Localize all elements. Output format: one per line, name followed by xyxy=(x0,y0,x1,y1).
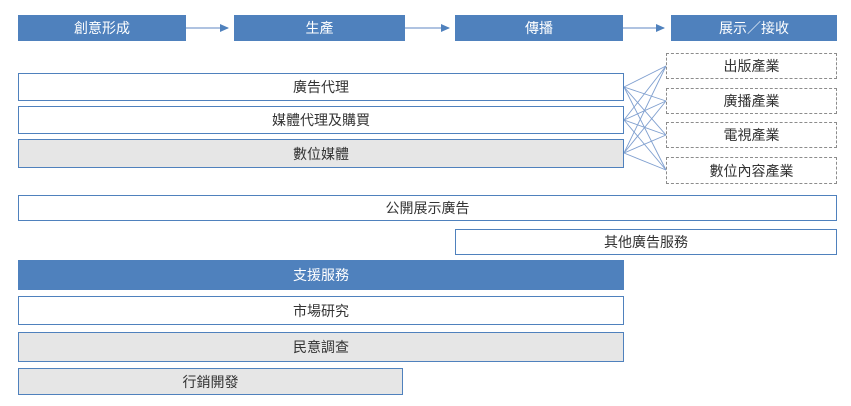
industry-publishing: 出版產業 xyxy=(666,53,837,79)
stage-production: 生產 xyxy=(234,15,405,41)
support-item-marketing-development: 行銷開發 xyxy=(18,368,403,395)
support-services-header: 支援服務 xyxy=(18,260,624,290)
industry-television: 電視產業 xyxy=(666,122,837,148)
stage-display-reception: 展示／接收 xyxy=(671,15,837,41)
stage-distribution: 傳播 xyxy=(455,15,623,41)
stage-ideation: 創意形成 xyxy=(18,15,186,41)
public-display-advertising: 公開展示廣告 xyxy=(18,195,837,221)
support-item-opinion-polling: 民意調查 xyxy=(18,332,624,362)
other-advertising-services: 其他廣告服務 xyxy=(455,229,837,255)
industry-digital-content: 數位內容產業 xyxy=(666,157,837,184)
agency-to-industry-links xyxy=(623,65,667,171)
agency-row-advertising: 廣告代理 xyxy=(18,73,624,101)
agency-row-media-buying: 媒體代理及購買 xyxy=(18,106,624,134)
support-item-market-research: 市場研究 xyxy=(18,296,624,325)
agency-row-digital-media: 數位媒體 xyxy=(18,139,624,168)
industry-broadcasting: 廣播產業 xyxy=(666,88,837,114)
